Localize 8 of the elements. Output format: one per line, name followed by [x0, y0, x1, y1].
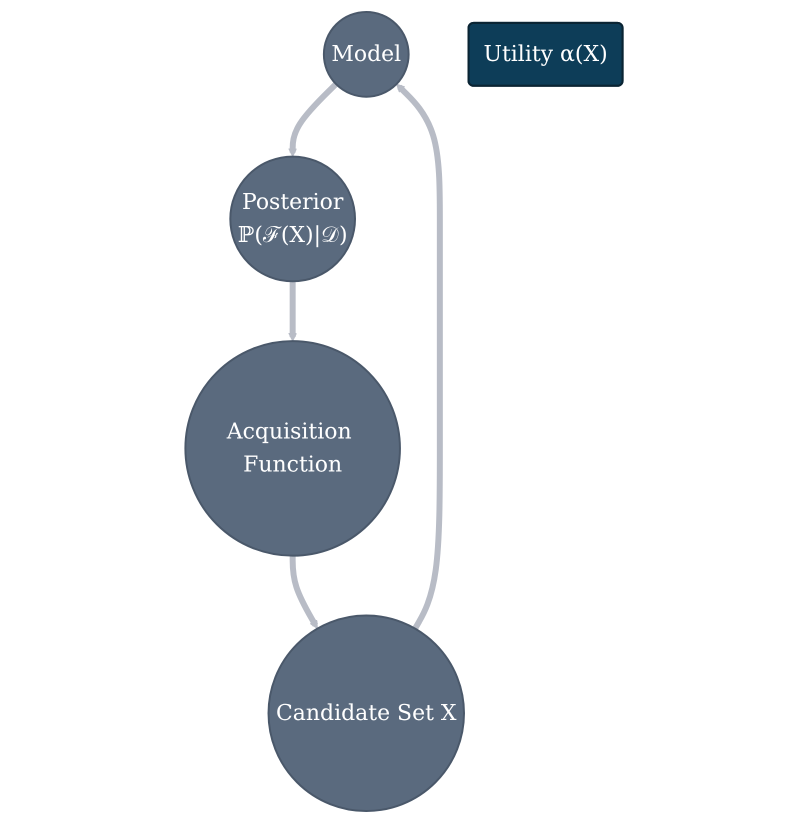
arrow	[288, 281, 297, 342]
node-circle: Candidate Set X	[267, 614, 464, 812]
node-circle: Acquisition Function	[184, 340, 400, 557]
node-circle: Model	[322, 10, 410, 98]
arrow	[396, 84, 442, 630]
arrow	[288, 82, 338, 157]
arrow	[289, 556, 318, 629]
node-circle: Posterior ℙ(ℱ(X)|𝒟)	[228, 156, 356, 282]
